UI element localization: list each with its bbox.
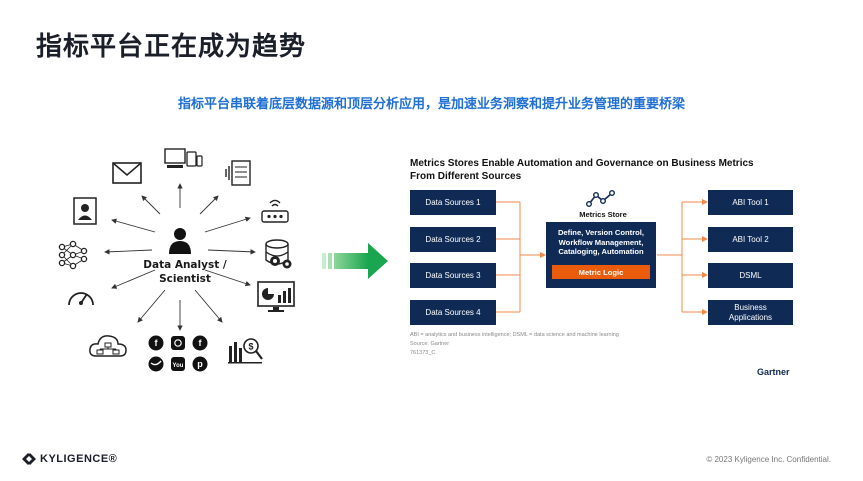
router-icon (258, 194, 292, 228)
kyligence-logo: KYLIGENCE® (22, 453, 117, 465)
metrics-store-functions: Define, Version Control, Workflow Manage… (557, 228, 645, 256)
diagram-title: Metrics Stores Enable Automation and Gov… (410, 158, 754, 182)
output-box: Business Applications (708, 300, 793, 325)
gartner-logo: Gartner (757, 367, 790, 377)
output-box: ABI Tool 1 (708, 190, 793, 215)
neural-network-icon (56, 238, 90, 272)
devices-icon (163, 144, 203, 178)
output-box: ABI Tool 2 (708, 227, 793, 252)
hub-rays (104, 183, 256, 331)
metric-logic-bar: Metric Logic (552, 265, 650, 279)
envelope-icon (110, 156, 144, 190)
copyright-text: © 2023 Kyligence Inc. Confidential. (706, 455, 831, 464)
svg-text:You: You (173, 363, 184, 369)
metrics-store-box: Define, Version Control, Workflow Manage… (546, 222, 656, 288)
data-source-box: Data Sources 2 (410, 227, 496, 252)
svg-text:$: $ (248, 342, 253, 352)
speedometer-icon (64, 280, 98, 314)
brand-name: KYLIGENCE® (40, 453, 118, 465)
svg-text:p: p (197, 359, 203, 369)
page-title: 指标平台正在成为趋势 (36, 32, 307, 62)
page-subtitle: 指标平台串联着底层数据源和顶层分析应用，是加速业务洞察和提升业务管理的重要桥梁 (177, 97, 685, 112)
source-note: Source: Gartner (410, 341, 450, 347)
green-arrow-icon (322, 243, 388, 279)
analyst-hub-diagram: f f p You $ Data Analyst / Scientist (50, 140, 320, 380)
id-card-icon (68, 194, 102, 228)
server-sound-icon (222, 156, 256, 190)
data-source-box: Data Sources 4 (410, 300, 496, 325)
center-label: Data Analyst / Scientist (143, 259, 227, 285)
figure-code: 761373_C (410, 350, 436, 356)
data-source-box: Data Sources 3 (410, 263, 496, 288)
database-gear-icon (262, 238, 296, 272)
abbreviation-footnote: ABI = analytics and business intelligenc… (410, 332, 619, 338)
metrics-store-label: Metrics Store (579, 210, 627, 219)
social-media-icon: f f p You (147, 334, 213, 374)
output-box: DSML (708, 263, 793, 288)
kyligence-mark-icon (22, 453, 36, 465)
svg-text:f: f (155, 338, 159, 348)
data-source-box: Data Sources 1 (410, 190, 496, 215)
dashboard-monitor-icon (256, 280, 296, 314)
svg-text:f: f (199, 338, 203, 348)
finance-chart-icon: $ (226, 332, 266, 366)
person-icon (169, 228, 191, 254)
cloud-network-icon (88, 330, 128, 364)
metrics-store-logo-icon (586, 190, 616, 207)
